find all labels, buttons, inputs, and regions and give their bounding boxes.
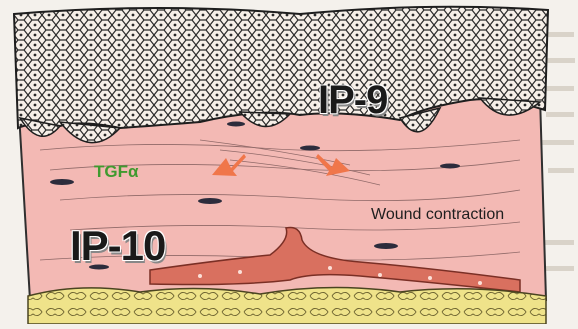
label-ip10: IP-10	[70, 222, 165, 270]
fat-layer	[28, 287, 546, 324]
label-tgf-alpha: TGFα	[94, 162, 138, 182]
label-wound-contraction: Wound contraction	[371, 206, 504, 224]
label-ip9: IP-9	[318, 78, 387, 123]
